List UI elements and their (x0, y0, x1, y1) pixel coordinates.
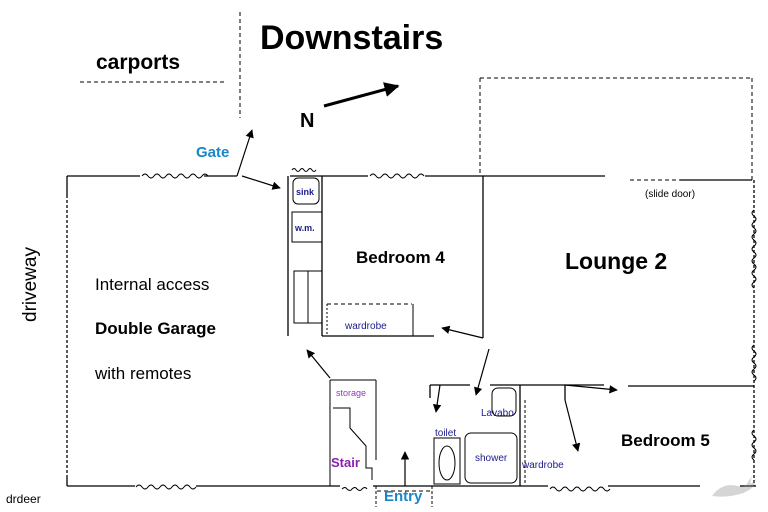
wm-label: w.m. (294, 223, 315, 233)
stair-label: Stair (331, 455, 360, 470)
north-label: N (300, 110, 314, 132)
watermark-text: drdeer (6, 492, 41, 506)
internal-access-label: Internal access (95, 275, 209, 294)
lavabo-label: Lavabo (481, 408, 514, 419)
lounge2-dashed-outline (479, 77, 753, 180)
windows (135, 168, 757, 492)
shower-fixture (464, 432, 518, 484)
washing-machine-fixture (291, 211, 323, 243)
shower-label: shower (475, 453, 508, 464)
toilet-bowl (438, 445, 456, 481)
wardrobe-b4-label: wardrobe (344, 321, 387, 332)
toilet-label: toilet (435, 428, 456, 439)
gate-arrow-in (241, 175, 281, 190)
toilet-base (433, 437, 461, 485)
gate-arrow-open (236, 129, 254, 177)
lavabo-fixture (491, 387, 517, 417)
bedroom4-door-arrow (441, 325, 484, 339)
sink-fixture (292, 177, 320, 205)
bedroom4-label: Bedroom 4 (356, 248, 445, 267)
bedroom5-door-arrow (564, 384, 618, 394)
deer-logo (712, 476, 756, 497)
bathroom-door-arrow (432, 384, 442, 413)
slide-door-label: (slide door) (645, 189, 695, 200)
hall-arrow (474, 348, 490, 396)
entry-label: Entry (384, 488, 423, 505)
cabinet (293, 270, 323, 324)
double-garage-label: Double Garage (95, 319, 216, 338)
sink-label: sink (296, 187, 315, 197)
north-arrow: N (300, 82, 400, 132)
gate-label: Gate (196, 144, 229, 161)
wardrobe-b5-label: wardrobe (521, 460, 564, 471)
page-title: Downstairs (260, 19, 443, 57)
carports-label: carports (96, 51, 180, 74)
walls (66, 175, 756, 487)
stair-outline (329, 379, 377, 486)
storage-label: storage (336, 388, 366, 398)
lounge2-label: Lounge 2 (565, 248, 667, 274)
wardrobe-b5-door-arrow (564, 399, 581, 452)
bedroom5-label: Bedroom 5 (621, 431, 710, 450)
with-remotes-label: with remotes (94, 364, 191, 383)
driveway-label: driveway (20, 247, 41, 322)
garage-door-arrow (306, 349, 331, 379)
